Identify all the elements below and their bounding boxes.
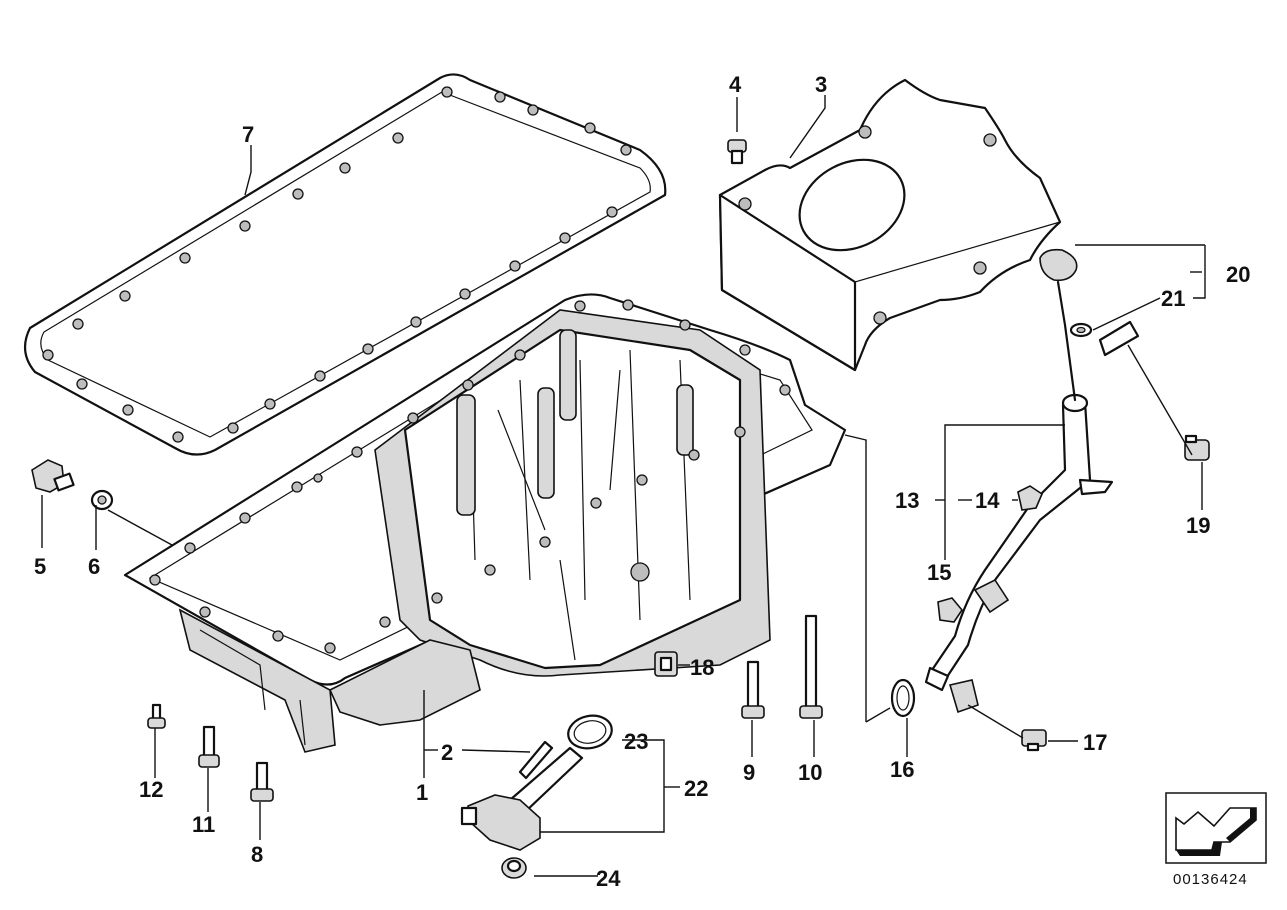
stud-part-2[interactable] xyxy=(518,740,554,780)
clip-part-18[interactable] xyxy=(654,651,678,677)
clip-part-14[interactable] xyxy=(1017,485,1043,511)
bolt-part-4[interactable] xyxy=(727,139,747,165)
callout-22[interactable]: 22 xyxy=(684,776,708,801)
callout-14[interactable]: 14 xyxy=(975,488,1000,513)
callout-21[interactable]: 21 xyxy=(1161,286,1185,311)
grommet-part-24[interactable] xyxy=(501,857,527,879)
dipstick-part-20[interactable] xyxy=(1039,248,1078,402)
callout-1[interactable]: 1 xyxy=(416,780,428,805)
callout-23[interactable]: 23 xyxy=(624,729,648,754)
callout-16[interactable]: 16 xyxy=(890,757,914,782)
bolt-part-8[interactable] xyxy=(250,761,274,802)
callout-12[interactable]: 12 xyxy=(139,777,163,802)
bolt-part-12[interactable] xyxy=(147,703,166,729)
callout-5[interactable]: 5 xyxy=(34,554,46,579)
bolt-part-19[interactable] xyxy=(1184,434,1210,461)
callout-7[interactable]: 7 xyxy=(242,122,254,147)
callout-17[interactable]: 17 xyxy=(1083,730,1107,755)
seal-part-21[interactable] xyxy=(1069,322,1093,338)
gasket-holes xyxy=(42,86,632,443)
tube-bracket xyxy=(1098,320,1140,357)
callout-2[interactable]: 2 xyxy=(441,740,453,765)
bolt-part-10[interactable] xyxy=(799,614,823,719)
seal-ring-part-16[interactable] xyxy=(890,678,916,718)
oil-pan-part-1[interactable] xyxy=(123,293,847,753)
document-number: 00136424 xyxy=(1173,871,1248,888)
drain-plug-part-5[interactable] xyxy=(31,459,75,493)
bolt-part-9[interactable] xyxy=(741,660,765,719)
dipstick-tube-part-13[interactable] xyxy=(924,393,1114,714)
callout-labels: 1 2 3 4 5 6 7 8 9 10 11 12 13 14 15 16 1… xyxy=(34,72,1250,891)
callout-19[interactable]: 19 xyxy=(1186,513,1210,538)
callout-4[interactable]: 4 xyxy=(729,72,742,97)
callout-24[interactable]: 24 xyxy=(596,866,621,891)
callout-11[interactable]: 11 xyxy=(192,812,215,837)
bolt-part-17[interactable] xyxy=(1021,729,1047,752)
callout-6[interactable]: 6 xyxy=(88,554,100,579)
callout-18[interactable]: 18 xyxy=(690,655,714,680)
callout-20[interactable]: 20 xyxy=(1226,262,1250,287)
oil-level-sensor-part-22[interactable] xyxy=(460,746,584,851)
baffle-plate-part-3[interactable] xyxy=(718,78,1062,372)
callout-15[interactable]: 15 xyxy=(927,560,951,585)
gasket-part-7[interactable] xyxy=(23,73,667,456)
callout-13[interactable]: 13 xyxy=(895,488,919,513)
leader-lines xyxy=(41,95,1206,877)
callout-9[interactable]: 9 xyxy=(743,760,755,785)
washer-part-6[interactable] xyxy=(90,489,114,511)
bolt-part-11[interactable] xyxy=(198,725,220,768)
callout-3[interactable]: 3 xyxy=(815,72,827,97)
o-ring-part-23[interactable] xyxy=(565,712,615,752)
arrow-down-left-icon xyxy=(1175,807,1257,856)
callout-8[interactable]: 8 xyxy=(251,842,263,867)
nav-icon-box[interactable] xyxy=(1165,792,1267,864)
clip-part-15[interactable] xyxy=(937,597,963,623)
callout-10[interactable]: 10 xyxy=(798,760,822,785)
